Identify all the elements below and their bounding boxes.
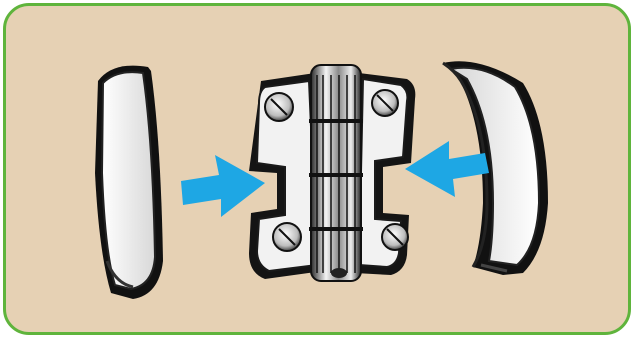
diagram-frame <box>3 3 631 335</box>
screw-icon <box>265 93 293 121</box>
hinge-assembly-illustration <box>6 6 628 332</box>
left-cover-cap <box>95 66 163 299</box>
screw-icon <box>372 90 398 116</box>
right-insert-arrow <box>405 141 489 197</box>
screw-icon <box>273 223 301 251</box>
hinge-body <box>249 65 415 281</box>
screw-icon <box>382 224 408 250</box>
